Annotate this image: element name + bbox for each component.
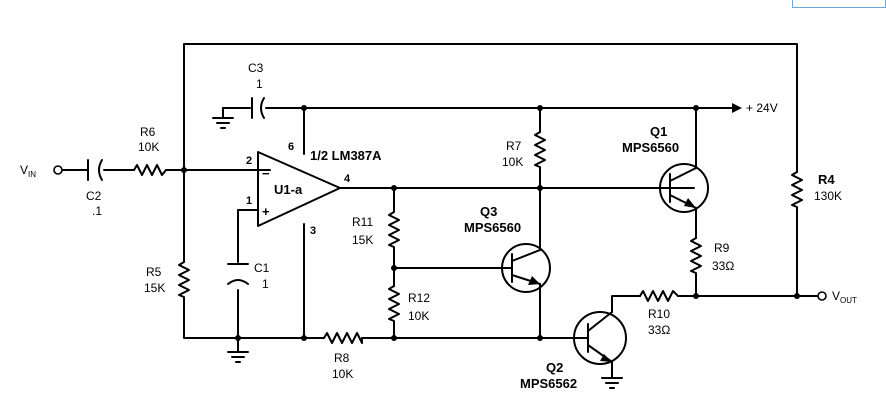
- svg-text:VIN: VIN: [20, 163, 36, 179]
- resistor-r7: R7 10K: [502, 131, 546, 171]
- r9-value: 33Ω: [712, 259, 734, 273]
- q1-name: Q1: [650, 124, 667, 139]
- wires: [61, 43, 819, 379]
- capacitor-c3: C3 1: [248, 61, 265, 119]
- r10-value: 33Ω: [648, 323, 670, 337]
- r5-value: 15K: [144, 281, 165, 295]
- opamp-name: 1/2 LM387A: [310, 148, 382, 163]
- vout-label: V: [832, 289, 840, 303]
- resistor-r6: R6 10K: [133, 125, 167, 176]
- r6-value: 10K: [138, 140, 159, 154]
- opamp-pin-3: 3: [310, 225, 316, 237]
- c2-value: .1: [92, 204, 102, 218]
- resistor-r10: R10 33Ω: [639, 290, 679, 337]
- svg-text:VOUT: VOUT: [832, 289, 857, 305]
- q1-part: MPS6560: [622, 140, 679, 155]
- opamp-pin-2: 2: [246, 155, 252, 167]
- c1-name: C1: [254, 261, 270, 275]
- transistor-q1: Q1 MPS6560: [622, 124, 709, 213]
- transistor-q2: Q2 MPS6562: [520, 311, 627, 391]
- vout-terminal: VOUT: [817, 289, 857, 305]
- opamp-plus-sign: +: [262, 204, 270, 219]
- q3-part: MPS6560: [464, 220, 521, 235]
- vin-sub: IN: [28, 170, 36, 179]
- r8-name: R8: [334, 351, 350, 365]
- resistor-r8: R8 10K: [323, 332, 363, 381]
- capacitor-c2: C2 .1: [86, 159, 103, 218]
- resistor-r12: R12 10K: [388, 285, 430, 325]
- q2-name: Q2: [546, 360, 563, 375]
- vin-label: V: [20, 163, 28, 177]
- resistor-r9: R9 33Ω: [690, 237, 734, 277]
- transistor-q3: Q3 MPS6560: [464, 204, 551, 293]
- opamp-u1a: − + U1-a 1/2 LM387A 2 1 4 6 3: [246, 141, 382, 237]
- junction-dots: [181, 105, 800, 341]
- ground-symbol-c3: [212, 117, 234, 129]
- vin-terminal: VIN: [20, 163, 63, 179]
- r7-name: R7: [506, 139, 522, 153]
- ground-symbol-q2: [601, 377, 623, 389]
- r11-name: R11: [352, 215, 373, 229]
- r9-name: R9: [714, 241, 730, 255]
- resistor-r11: R11 15K: [352, 211, 400, 251]
- r4-name: R4: [818, 172, 835, 187]
- opamp-pin-4: 4: [344, 173, 351, 185]
- r5-name: R5: [146, 265, 162, 279]
- opamp-minus-sign: −: [262, 166, 270, 181]
- resistor-r4: R4 130K: [791, 171, 842, 211]
- q3-name: Q3: [480, 204, 497, 219]
- capacitor-c1: C1 1: [227, 261, 270, 291]
- opamp-pin-6: 6: [288, 141, 294, 153]
- r11-value: 15K: [352, 233, 373, 247]
- r12-name: R12: [408, 291, 430, 305]
- r12-value: 10K: [408, 309, 429, 323]
- r8-value: 10K: [332, 367, 353, 381]
- opamp-part: U1-a: [274, 182, 303, 197]
- r4-value: 130K: [814, 189, 842, 203]
- ground-symbol-main: [227, 351, 249, 363]
- supply-arrow: + 24V: [732, 101, 778, 115]
- c3-value: 1: [256, 77, 263, 91]
- r6-name: R6: [140, 125, 156, 139]
- opamp-pin-1: 1: [246, 195, 252, 207]
- r7-value: 10K: [502, 155, 523, 169]
- resistor-r5: R5 15K: [144, 261, 190, 303]
- c2-name: C2: [86, 189, 102, 203]
- vout-sub: OUT: [840, 296, 857, 305]
- c1-value: 1: [262, 277, 269, 291]
- r10-name: R10: [648, 307, 670, 321]
- supply-label: + 24V: [746, 101, 778, 115]
- c3-name: C3: [248, 61, 264, 75]
- q2-part: MPS6562: [520, 376, 577, 391]
